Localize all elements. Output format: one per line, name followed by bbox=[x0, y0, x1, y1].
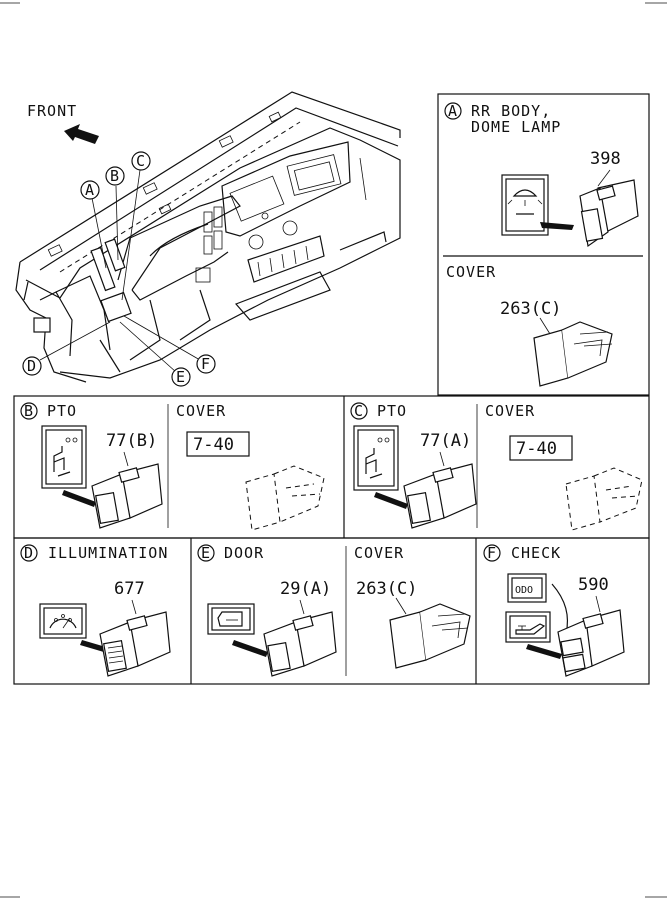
panel-f-title: CHECK bbox=[511, 544, 561, 562]
cover-7-40-b bbox=[245, 465, 325, 531]
svg-text:C: C bbox=[136, 152, 146, 170]
panel-a-cover-label: COVER bbox=[446, 263, 496, 281]
panel-c-cover-ref: 7-40 bbox=[516, 439, 557, 459]
panel-e: E DOOR 29(A) COVER 263(C) bbox=[197, 544, 471, 677]
callout-b: B bbox=[105, 166, 125, 186]
odo-symbol-icon: ODO bbox=[507, 573, 547, 603]
panel-b-cover-label: COVER bbox=[176, 402, 226, 420]
panel-f: F CHECK 590 ODO bbox=[483, 544, 625, 677]
panel-f-letter: F bbox=[487, 544, 497, 562]
door-symbol-icon bbox=[207, 603, 255, 635]
panel-a-title-line1: RR BODY, bbox=[471, 102, 551, 120]
panel-f-part-no: 590 bbox=[578, 575, 609, 595]
panel-a-title-line2: DOME LAMP bbox=[471, 118, 561, 136]
panel-d-letter: D bbox=[24, 544, 34, 562]
svg-text:A: A bbox=[85, 181, 95, 199]
illumination-symbol-icon bbox=[39, 603, 87, 639]
panel-e-cover-label: COVER bbox=[354, 544, 404, 562]
callout-e: E bbox=[171, 367, 191, 387]
row3-frame bbox=[13, 537, 650, 685]
panel-a-part-no: 398 bbox=[590, 149, 621, 169]
panel-b-cover-ref: 7-40 bbox=[193, 435, 234, 455]
odo-label: ODO bbox=[515, 585, 533, 596]
pto-symbol-icon-b bbox=[41, 425, 87, 489]
panel-c-part-no: 77(A) bbox=[420, 431, 471, 451]
overview-leader-lines bbox=[39, 169, 201, 373]
dome-lamp-symbol-icon bbox=[501, 174, 549, 236]
cover-7-40-c bbox=[565, 467, 643, 531]
svg-text:D: D bbox=[27, 357, 37, 375]
panel-a: A RR BODY, DOME LAMP 398 COVER 263(C) bbox=[437, 93, 650, 396]
switch-29a bbox=[263, 611, 337, 677]
panel-b-cover-ref-box bbox=[186, 431, 250, 457]
front-arrow-icon bbox=[64, 124, 99, 144]
panel-e-title: DOOR bbox=[224, 544, 264, 562]
switch-77a bbox=[403, 463, 477, 529]
panel-c-title: PTO bbox=[377, 402, 407, 420]
panel-c-cover-ref-box bbox=[509, 435, 573, 461]
switch-590 bbox=[557, 609, 625, 677]
panel-a-cover-part-no: 263(C) bbox=[500, 299, 561, 319]
oil-pressure-symbol-icon bbox=[505, 611, 551, 643]
panel-a-letter: A bbox=[448, 102, 458, 120]
panel-d: D ILLUMINATION 677 bbox=[20, 544, 171, 677]
callout-d: D bbox=[22, 356, 42, 376]
switch-677 bbox=[99, 611, 171, 677]
panel-e-letter: E bbox=[201, 544, 211, 562]
panel-b-part-no: 77(B) bbox=[106, 431, 157, 451]
panel-c: C PTO 77(A) COVER 7-40 bbox=[350, 402, 643, 531]
panel-e-part-no: 29(A) bbox=[280, 579, 331, 599]
panel-d-title: ILLUMINATION bbox=[48, 544, 168, 562]
cover-263c-a bbox=[533, 321, 613, 387]
svg-text:B: B bbox=[110, 167, 120, 185]
callout-f: F bbox=[196, 354, 216, 374]
svg-text:E: E bbox=[176, 368, 186, 386]
svg-text:F: F bbox=[201, 355, 211, 373]
switch-77b bbox=[91, 463, 163, 529]
panel-e-cover-part-no: 263(C) bbox=[356, 579, 417, 599]
callout-a: A bbox=[80, 180, 100, 200]
panel-c-letter: C bbox=[354, 402, 364, 420]
dashboard-overview: FRONT bbox=[15, 91, 401, 387]
panel-b: B PTO 77(B) COVER 7-40 bbox=[20, 402, 325, 531]
callout-c: C bbox=[131, 151, 151, 171]
panel-c-cover-label: COVER bbox=[485, 402, 535, 420]
cover-263c-e bbox=[389, 603, 471, 669]
front-label: FRONT bbox=[27, 102, 77, 120]
panel-b-letter: B bbox=[24, 402, 34, 420]
switch-398 bbox=[579, 179, 639, 248]
panel-b-title: PTO bbox=[47, 402, 77, 420]
dashboard-drawing bbox=[15, 91, 401, 383]
panel-d-part-no: 677 bbox=[114, 579, 145, 599]
pto-symbol-icon-c bbox=[353, 425, 399, 491]
